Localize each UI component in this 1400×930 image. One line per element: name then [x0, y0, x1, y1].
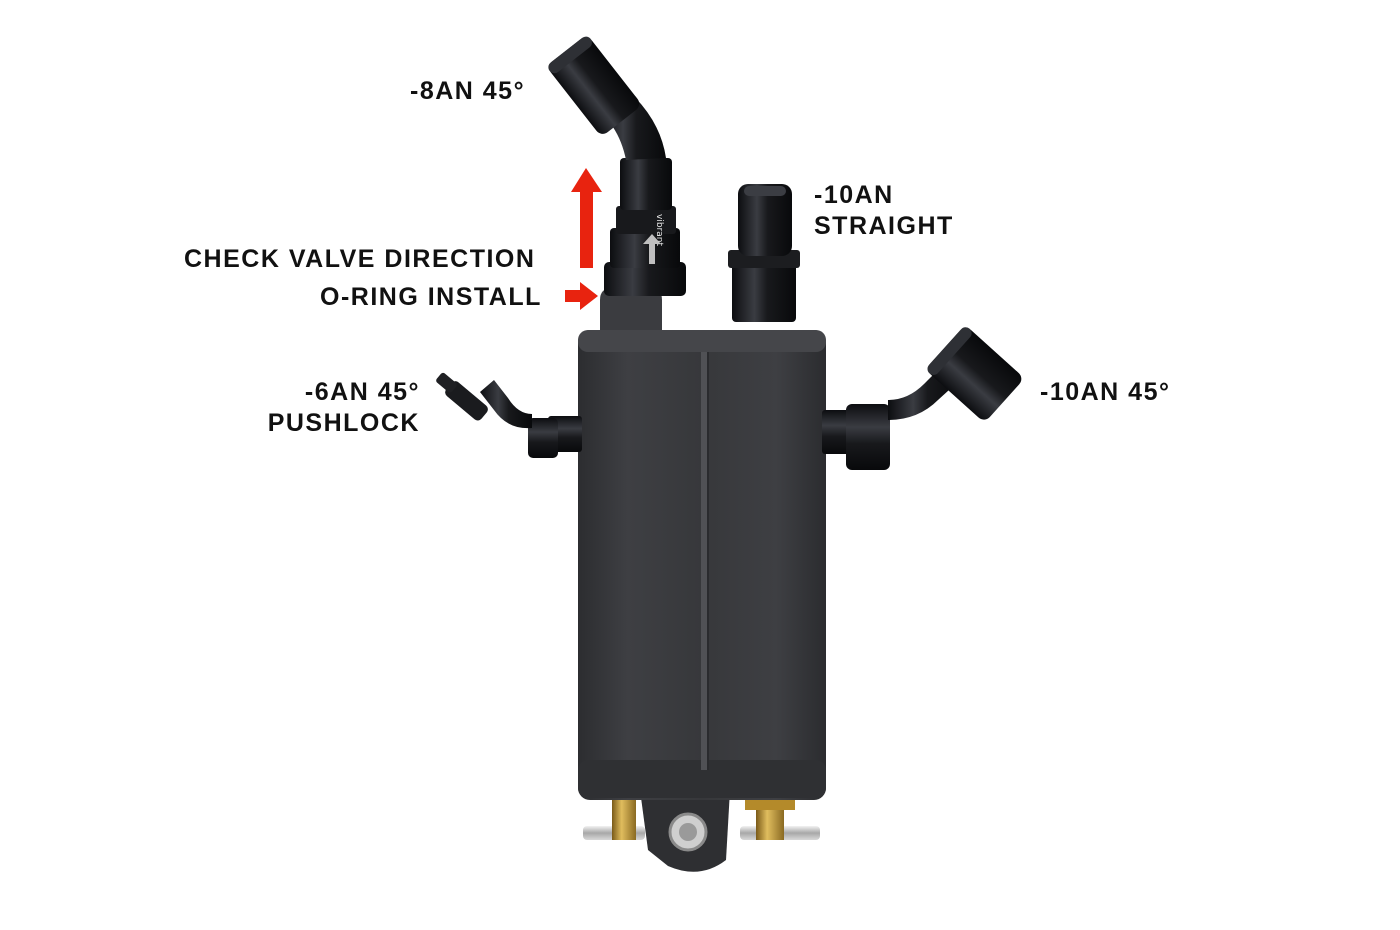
label-oring-install: O-RING INSTALL: [320, 283, 542, 311]
right-45-fitting: [822, 327, 1022, 470]
label-6an-pushlock: -6AN 45° PUSHLOCK: [256, 377, 420, 439]
label-6an-line1: -6AN 45°: [304, 378, 420, 406]
can-body: [578, 288, 826, 800]
label-8an-45: -8AN 45°: [410, 77, 526, 105]
label-10an-straight-line2: STRAIGHT: [814, 212, 954, 240]
oring-arrow: [565, 282, 598, 310]
label-10an-45: -10AN 45°: [1040, 378, 1171, 406]
drain-fittings: [583, 790, 820, 872]
check-valve-assembly: vibrant: [548, 36, 686, 296]
label-10an-straight: -10AN STRAIGHT: [814, 180, 954, 242]
straight-fitting: [728, 184, 800, 322]
label-10an-straight-line1: -10AN: [814, 181, 894, 209]
label-6an-line2: PUSHLOCK: [267, 409, 420, 437]
valve-brand-text: vibrant: [654, 214, 664, 246]
check-valve-arrow: [571, 168, 602, 268]
label-check-valve-direction: CHECK VALVE DIRECTION: [184, 245, 536, 273]
pushlock-fitting: [436, 372, 582, 458]
